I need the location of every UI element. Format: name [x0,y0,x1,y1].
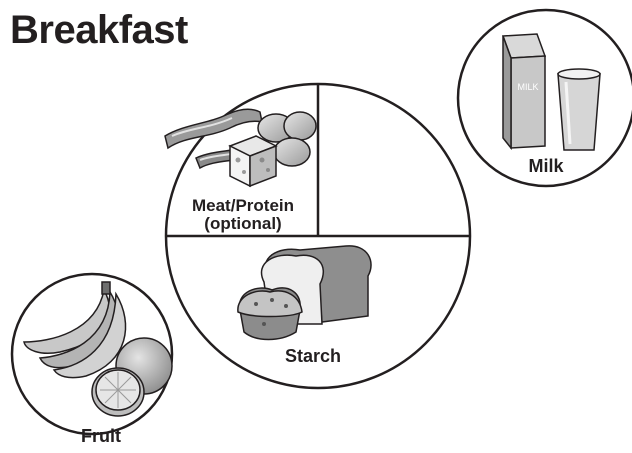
fruit-group: Fruit [10,272,174,446]
milk-group: MILK Milk [456,8,632,188]
milk-glass-icon [557,68,601,151]
meat-protein-label: Meat/Protein [192,196,294,215]
muffin-icon [237,287,303,341]
carton-text: MILK [517,82,538,92]
banana-icon [23,281,127,379]
cheese-icon [228,135,278,188]
orange-half-icon [91,367,145,417]
milk-label: Milk [528,156,564,176]
page-title: Breakfast [10,8,188,52]
milk-carton-icon: MILK [501,33,547,151]
fruit-label: Fruit [81,426,121,446]
meat-protein-optional-label: (optional) [204,214,281,233]
starch-label: Starch [285,346,341,366]
